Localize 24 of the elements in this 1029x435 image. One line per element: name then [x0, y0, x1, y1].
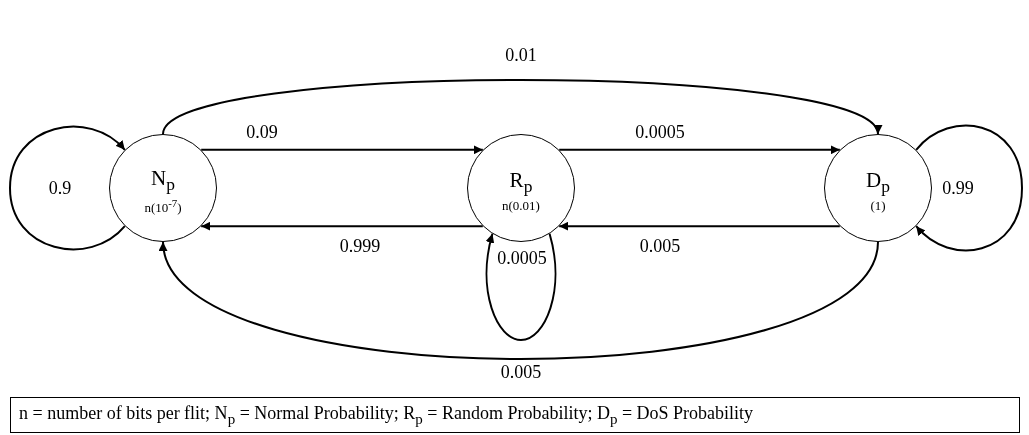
edge-label: 0.005 — [638, 236, 682, 256]
arrow — [915, 124, 1023, 252]
state-value: n(10$^{-7}$) — [144, 197, 182, 214]
note-box — [10, 397, 1020, 433]
edge-label: 0.999 — [338, 236, 382, 256]
edge-label: 0.99 — [941, 178, 975, 198]
arrow — [162, 241, 879, 360]
state-value: (1) — [870, 199, 886, 213]
edge-label: 0.09 — [245, 122, 279, 142]
edge-label: 0.01 — [504, 45, 538, 65]
arrow — [200, 145, 484, 155]
edge-label: 0.0005 — [634, 122, 686, 142]
state-name: D$_{p}$ — [866, 169, 890, 196]
state-value: n(0.01) — [502, 199, 540, 213]
arrow — [558, 145, 841, 155]
arrow — [485, 232, 557, 341]
state-name: R$_{p}$ — [509, 169, 533, 196]
arrow — [200, 221, 484, 231]
edge-label: 0.005 — [499, 362, 543, 382]
edge-label: 0.9 — [47, 178, 73, 198]
arrow — [558, 221, 841, 231]
note-text: n = number of bits per flit; N$_{p}$ = Normal Probability; R$_{p}$ = Random Probability; D$_{p}$ = DoS Probability — [19, 402, 754, 428]
state-name: N$_{p}$ — [151, 168, 175, 194]
arrow — [9, 125, 126, 251]
